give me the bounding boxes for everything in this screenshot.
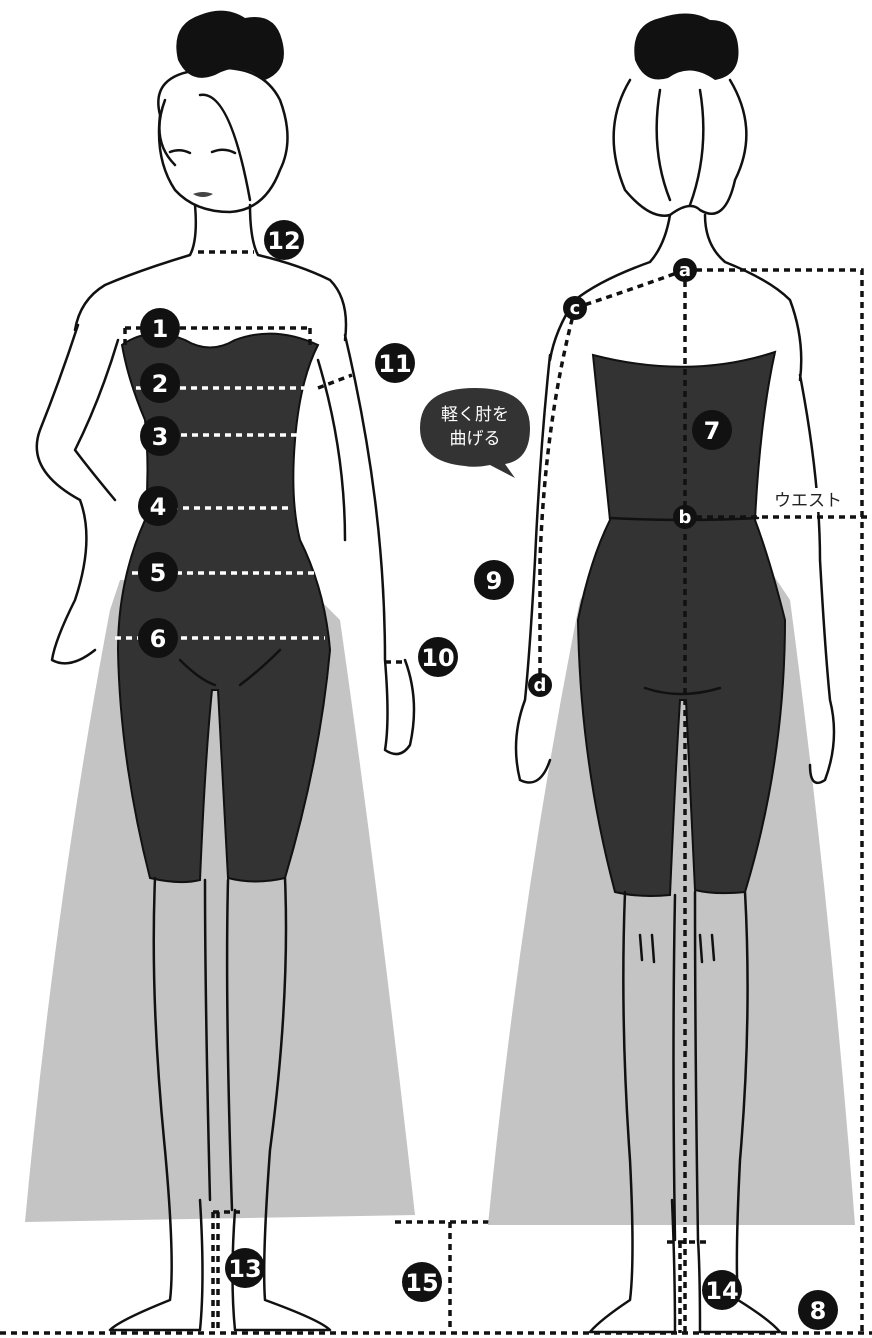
marker-5-label: 5: [150, 559, 167, 587]
marker-9: 9: [474, 560, 514, 600]
marker-2-label: 2: [152, 370, 169, 398]
point-c: c: [563, 296, 587, 320]
marker-15: 15: [402, 1262, 442, 1302]
marker-7: 7: [692, 410, 732, 450]
marker-8: 8: [798, 1290, 838, 1330]
marker-3: 3: [140, 416, 180, 456]
point-b-label: b: [679, 507, 692, 528]
marker-12: 12: [264, 220, 304, 260]
speech-bubble-line-1: 軽く肘を: [441, 405, 509, 425]
marker-14-label: 14: [705, 1277, 738, 1305]
waist-label-group: ウエスト: [758, 488, 858, 512]
waist-label: ウエスト: [774, 491, 842, 511]
marker-10-label: 10: [421, 644, 454, 672]
point-a-label: a: [679, 260, 691, 281]
point-b: b: [673, 505, 697, 529]
marker-2: 2: [140, 363, 180, 403]
marker-5: 5: [138, 552, 178, 592]
back-hair-bun: [634, 13, 738, 80]
point-a: a: [673, 258, 697, 282]
point-d: d: [528, 673, 552, 697]
marker-6: 6: [138, 618, 178, 658]
marker-15-label: 15: [405, 1269, 438, 1297]
marker-13-label: 13: [228, 1255, 261, 1283]
marker-13: 13: [225, 1248, 265, 1288]
marker-4-label: 4: [150, 493, 167, 521]
marker-10: 10: [418, 637, 458, 677]
back-figure: [488, 13, 872, 1333]
speech-bubble: 軽く肘を 曲げる: [420, 388, 530, 478]
front-bodysuit: [118, 334, 330, 883]
front-hair-bun: [176, 11, 284, 80]
marker-11: 11: [375, 343, 415, 383]
marker-4: 4: [138, 486, 178, 526]
marker-1-label: 1: [152, 315, 169, 343]
marker-11-label: 11: [378, 350, 411, 378]
front-head: [158, 68, 287, 212]
speech-bubble-line-2: 曲げる: [450, 429, 501, 449]
point-d-label: d: [534, 675, 547, 696]
marker-14: 14: [702, 1270, 742, 1310]
marker-1: 1: [140, 308, 180, 348]
marker-8-label: 8: [810, 1297, 827, 1325]
point-c-label: c: [570, 298, 581, 319]
marker-3-label: 3: [152, 423, 169, 451]
marker-6-label: 6: [150, 625, 167, 653]
marker-9-label: 9: [486, 567, 503, 595]
marker-7-label: 7: [704, 417, 721, 445]
marker-12-label: 12: [267, 227, 300, 255]
